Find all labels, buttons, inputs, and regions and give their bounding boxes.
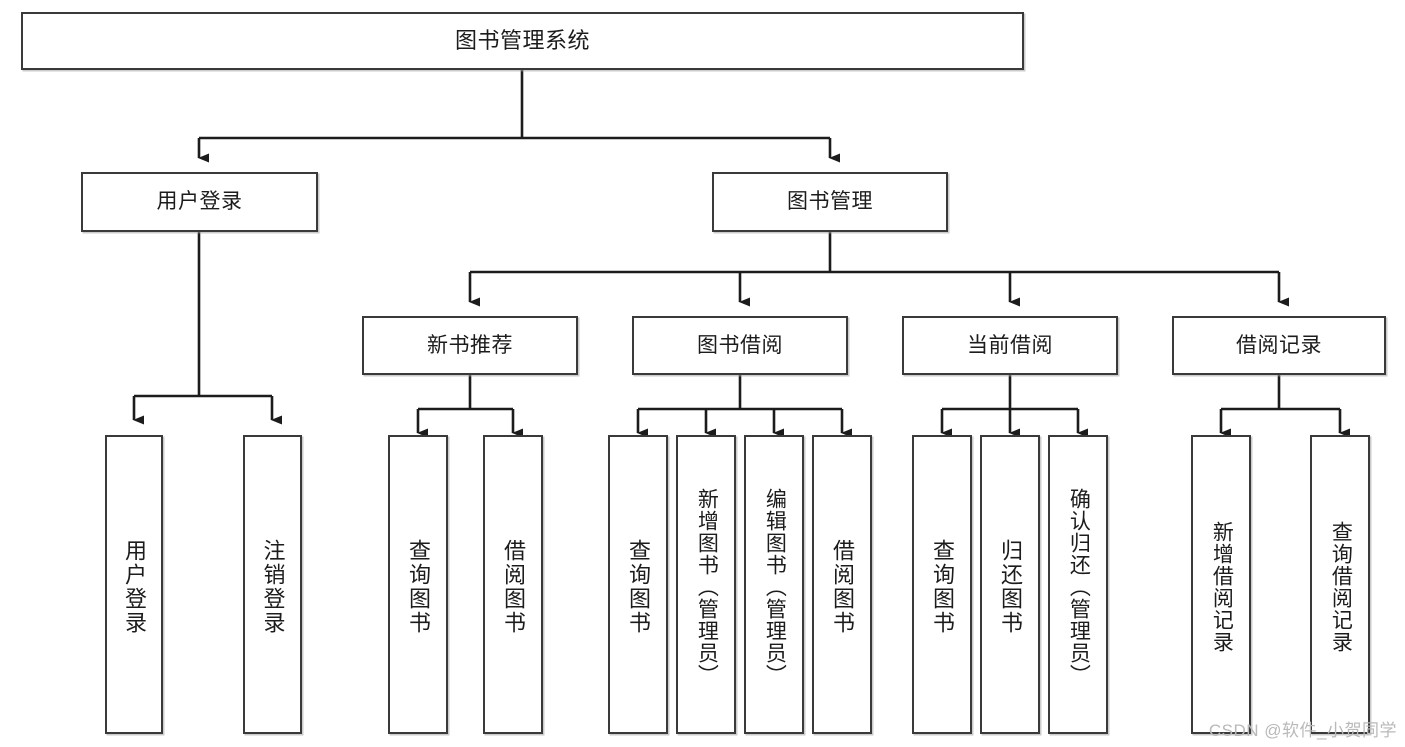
node-label: 查询图书	[405, 538, 431, 635]
node-new-book-recommend[interactable]: 新书推荐	[362, 316, 578, 375]
leaf-newbook-borrow-book[interactable]: 借阅图书	[483, 435, 543, 734]
node-current-borrow[interactable]: 当前借阅	[902, 316, 1118, 375]
leaf-record-query-borrow-record[interactable]: 查询借阅记录	[1310, 435, 1370, 734]
node-label: 编辑图书（管理员）	[763, 487, 787, 686]
node-label: 用户登录	[156, 190, 243, 214]
node-label: 查询图书	[625, 538, 651, 635]
node-label: 借阅图书	[500, 538, 526, 635]
node-label: 图书借阅	[697, 333, 783, 357]
leaf-user-login[interactable]: 用户登录	[105, 435, 163, 734]
leaf-borrow-query-book[interactable]: 查询图书	[608, 435, 668, 734]
node-label: 借阅记录	[1236, 333, 1322, 357]
node-user-login[interactable]: 用户登录	[81, 172, 318, 232]
node-label: 新增借阅记录	[1210, 520, 1234, 653]
node-label: 当前借阅	[967, 333, 1053, 357]
node-borrow-records[interactable]: 借阅记录	[1172, 316, 1386, 375]
leaf-borrow-lend-book[interactable]: 借阅图书	[812, 435, 872, 734]
node-label: 借阅图书	[829, 538, 855, 635]
node-root-system[interactable]: 图书管理系统	[21, 12, 1024, 70]
leaf-current-confirm-return-admin[interactable]: 确认归还（管理员）	[1048, 435, 1108, 734]
node-label: 查询图书	[929, 538, 955, 635]
node-label: 归还图书	[997, 538, 1023, 635]
leaf-record-add-borrow-record[interactable]: 新增借阅记录	[1191, 435, 1251, 734]
node-book-management[interactable]: 图书管理	[712, 172, 948, 232]
node-label: 新增图书（管理员）	[695, 487, 719, 686]
leaf-user-logout[interactable]: 注销登录	[243, 435, 302, 734]
leaf-current-query-book[interactable]: 查询图书	[912, 435, 972, 734]
leaf-newbook-query-book[interactable]: 查询图书	[388, 435, 448, 734]
leaf-borrow-edit-book-admin[interactable]: 编辑图书（管理员）	[744, 435, 804, 734]
node-label: 确认归还（管理员）	[1067, 487, 1091, 686]
leaf-borrow-add-book-admin[interactable]: 新增图书（管理员）	[676, 435, 736, 734]
csdn-watermark: CSDN @软件_小贺同学	[1208, 721, 1397, 740]
leaf-current-return-book[interactable]: 归还图书	[980, 435, 1040, 734]
node-label: 注销登录	[260, 538, 286, 635]
node-label: 图书管理	[787, 190, 873, 214]
node-label: 图书管理系统	[454, 27, 590, 53]
node-label: 新书推荐	[427, 333, 513, 357]
node-label: 用户登录	[121, 538, 147, 635]
node-label: 查询借阅记录	[1329, 520, 1353, 653]
node-book-borrow[interactable]: 图书借阅	[632, 316, 848, 375]
